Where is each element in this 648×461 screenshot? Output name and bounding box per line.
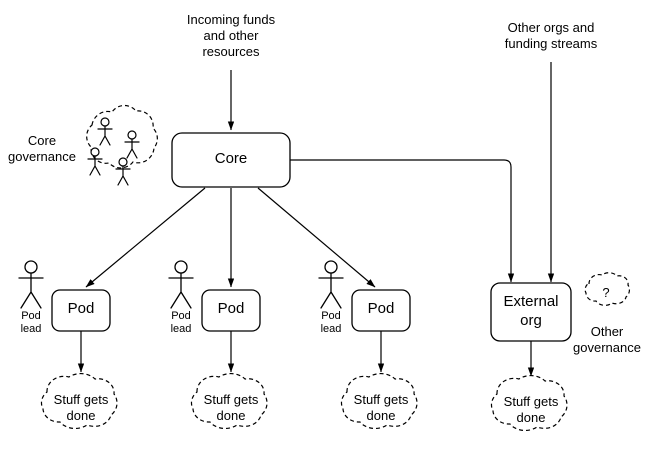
label-outcome-1: Stuff gets done [53, 392, 109, 423]
box-pod-1-label: Pod [67, 300, 95, 317]
label-outcome-2: Stuff gets done [203, 392, 259, 423]
label-other-governance-question: ? [602, 285, 610, 300]
label-outcome-4: Stuff gets done [503, 394, 559, 425]
box-pod-3[interactable] [351, 289, 411, 332]
label-other-orgs: Other orgs and funding streams [504, 20, 598, 51]
connector-core-to-external-org [290, 159, 515, 283]
label-other-governance: Other governance [573, 324, 641, 355]
connector-core-to-pod-1 [85, 187, 206, 288]
box-external-org[interactable] [490, 282, 572, 342]
box-core[interactable] [171, 132, 291, 188]
cloud-outcome-1 [40, 372, 118, 430]
cloud-outcome-2 [190, 372, 268, 430]
person-pod-lead-3 [318, 260, 344, 309]
cloud-other-governance [584, 272, 631, 306]
person-pod-lead-2 [168, 260, 194, 309]
box-pod-3-label: Pod [367, 300, 395, 317]
label-incoming-funds: Incoming funds and other resources [186, 12, 276, 59]
box-pod-2-label: Pod [217, 300, 245, 317]
person-core-governance-1 [97, 117, 113, 146]
label-pod-lead-3: Pod lead [320, 310, 342, 336]
box-pod-1[interactable] [51, 289, 111, 332]
label-core-governance: Core governance [8, 133, 76, 164]
person-core-governance-4 [115, 157, 131, 186]
label-outcome-3: Stuff gets done [353, 392, 409, 423]
box-core-label: Core [214, 150, 248, 167]
label-pod-lead-1: Pod lead [20, 310, 42, 336]
person-core-governance-3 [87, 147, 103, 176]
person-core-governance-2 [124, 130, 140, 159]
person-pod-lead-1 [18, 260, 44, 309]
box-external-org-label: External org [503, 293, 559, 329]
label-pod-lead-2: Pod lead [170, 310, 192, 336]
connector-core-to-pod-3 [257, 187, 376, 288]
cloud-outcome-3 [340, 372, 418, 430]
cloud-outcome-4 [490, 374, 568, 432]
box-pod-2[interactable] [201, 289, 261, 332]
